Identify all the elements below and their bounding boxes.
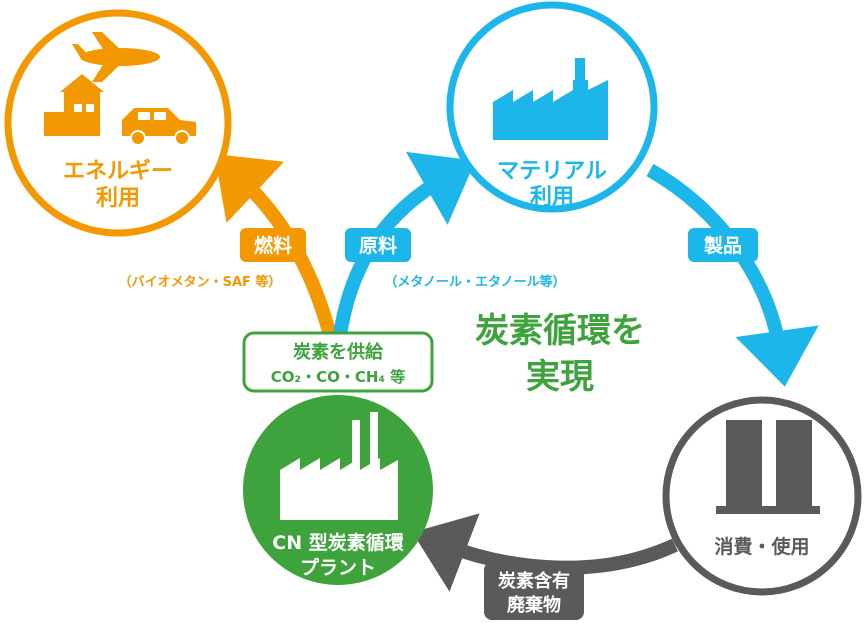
feedstock-note: （メタノール・エタノール等） [384,274,565,290]
feedstock-tag-label: 原料 [359,234,397,257]
plant-label-line1: CN 型炭素循環 [272,531,404,554]
energy-label-line2: 利用 [96,186,140,211]
factory-icon [493,58,608,140]
waste-line2: 廃棄物 [507,594,561,616]
consumption-node: 消費・使用 [662,396,862,596]
product-tag-label: 製品 [703,235,742,257]
supply-line2: CO₂・CO・CH₄ 等 [271,368,405,386]
fuel-tag: 燃料 [240,228,306,262]
waste-tag: 炭素含有 廃棄物 [484,562,584,620]
house-icon [44,74,104,136]
material-label-line2: 利用 [530,185,574,210]
energy-use-node: エネルギー 利用 [4,9,232,237]
center-title-line2: 実現 [526,357,594,397]
carbon-supply-box: 炭素を供給 CO₂・CO・CH₄ 等 [242,331,434,393]
energy-label-line1: エネルギー [63,159,173,184]
supply-line1: 炭素を供給 [293,341,384,363]
waste-line1: 炭素含有 [498,570,570,592]
cn-plant-node: CN 型炭素循環 プラント [243,395,433,585]
product-tag: 製品 [688,228,758,262]
material-use-node: マテリアル 利用 [446,1,658,213]
consumption-label: 消費・使用 [714,535,809,558]
fuel-note: （バイオメタン・SAF 等） [119,274,282,290]
material-label-line1: マテリアル [497,159,607,184]
plant-label-line2: プラント [300,556,376,579]
car-icon [122,108,196,146]
center-title-line1: 炭素循環を [475,311,645,351]
feedstock-tag: 原料 [345,228,411,262]
airplane-icon [72,32,160,82]
plant-factory-icon [280,412,398,520]
buildings-icon [716,420,820,514]
fuel-tag-label: 燃料 [254,234,292,257]
